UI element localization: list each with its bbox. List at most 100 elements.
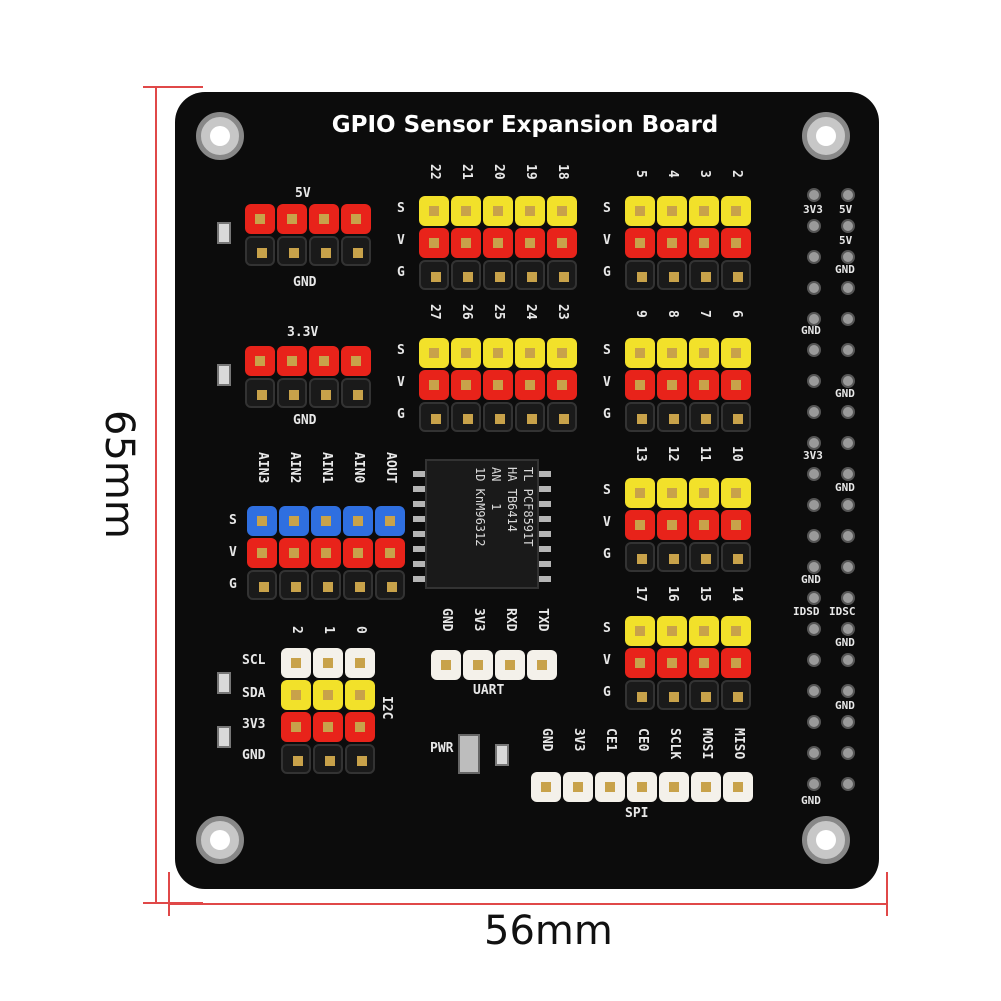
analog-channel-label: AIN2: [287, 452, 302, 484]
gpio-block-2-pin: [625, 196, 655, 226]
header-pin: [807, 529, 821, 543]
gpio-block-5-pin: [657, 510, 687, 540]
pin-contact: [255, 214, 265, 224]
height-dimension-tick-top: [143, 86, 203, 88]
gpio-number-label: 3: [697, 170, 712, 178]
gpio-number-label: 18: [555, 164, 570, 180]
i2c-pin: [281, 680, 311, 710]
pin-contact: [291, 582, 301, 592]
gpio-block-1-pin: [419, 228, 449, 258]
uart-pin-label: TXD: [535, 608, 550, 632]
gpio-number-label: 20: [491, 164, 506, 180]
uart-label: UART: [473, 683, 505, 698]
pin-contact: [463, 414, 473, 424]
pin-contact: [323, 722, 333, 732]
gpio-block-6-pin: [721, 616, 751, 646]
pin-contact: [667, 488, 677, 498]
gpio-block-6-pin: [689, 648, 719, 678]
row-label-v: V: [603, 233, 611, 248]
gpio-block-3-pin: [419, 402, 449, 432]
row-label-s: S: [603, 201, 611, 216]
power-5v-label: 5V: [295, 186, 311, 201]
pin-contact: [667, 520, 677, 530]
analog-pin: [311, 506, 341, 536]
pin-contact: [557, 238, 567, 248]
gpio-block-1-pin: [451, 228, 481, 258]
row-label-s: S: [603, 483, 611, 498]
gpio-block-3-pin: [483, 370, 513, 400]
row-label-v: V: [603, 375, 611, 390]
chip-leg: [539, 486, 551, 492]
pin-contact: [559, 272, 569, 282]
pin-contact: [355, 658, 365, 668]
gpio-block-1-pin: [547, 228, 577, 258]
power-5v-pin: [341, 236, 371, 266]
gpio-block-5-pin: [657, 542, 687, 572]
i2c-pin: [313, 680, 343, 710]
header-label-gnd: GND: [835, 481, 855, 494]
power-5v-pin: [277, 236, 307, 266]
pin-contact: [323, 658, 333, 668]
spi-pin-label: CE1: [603, 728, 618, 752]
spi-label: SPI: [625, 806, 649, 821]
header-pin: [807, 467, 821, 481]
pin-contact: [669, 554, 679, 564]
header-pin: [841, 715, 855, 729]
uart-pin: [431, 650, 461, 680]
pin-contact: [669, 692, 679, 702]
row-label-g: G: [397, 265, 405, 280]
pcf8591-chip: TL PCF8591T HA TB6414 AN 1 1D KnM96312: [413, 459, 551, 589]
power-3v3-pin: [277, 346, 307, 376]
pin-contact: [635, 520, 645, 530]
gpio-number-label: 11: [697, 446, 712, 462]
header-pin: [807, 250, 821, 264]
pin-contact: [635, 488, 645, 498]
power-3v3-pin: [245, 378, 275, 408]
power-5v-pin: [277, 204, 307, 234]
gpio-block-5-pin: [657, 478, 687, 508]
gpio-block-5-pin: [625, 510, 655, 540]
pin-contact: [351, 214, 361, 224]
pin-contact: [355, 722, 365, 732]
pin-contact: [701, 554, 711, 564]
pin-contact: [731, 206, 741, 216]
i2c-label: I2C: [379, 696, 394, 720]
pin-contact: [255, 356, 265, 366]
header-pin: [841, 467, 855, 481]
i2c-column-label: 2: [289, 626, 304, 634]
gpio-number-label: 23: [555, 304, 570, 320]
pin-contact: [699, 626, 709, 636]
pin-contact: [385, 548, 395, 558]
pin-contact: [559, 414, 569, 424]
chip-leg: [539, 471, 551, 477]
pin-contact: [699, 658, 709, 668]
pin-contact: [733, 414, 743, 424]
pin-contact: [461, 348, 471, 358]
header-pin: [807, 560, 821, 574]
gpio-block-3-pin: [419, 338, 449, 368]
gpio-block-6-pin: [625, 680, 655, 710]
pin-contact: [321, 516, 331, 526]
uart-pin-label: 3V3: [471, 608, 486, 632]
power-5v-pin: [245, 236, 275, 266]
pin-contact: [493, 348, 503, 358]
gpio-block-1-pin: [515, 228, 545, 258]
pin-contact: [325, 756, 335, 766]
row-label-g: G: [397, 407, 405, 422]
pin-contact: [667, 348, 677, 358]
gpio-number-label: 7: [697, 310, 712, 318]
chip-leg: [539, 561, 551, 567]
spi-pin-label: MISO: [731, 728, 746, 760]
gpio-block-4-pin: [689, 338, 719, 368]
pin-contact: [291, 658, 301, 668]
pin-contact: [351, 356, 361, 366]
gpio-block-1-pin: [483, 228, 513, 258]
pin-contact: [461, 380, 471, 390]
smd-component: [217, 364, 231, 386]
gpio-block-6-pin: [689, 680, 719, 710]
gpio-block-1-pin: [515, 260, 545, 290]
smd-component: [495, 744, 509, 766]
pin-contact: [635, 658, 645, 668]
header-label-gnd: GND: [835, 699, 855, 712]
pin-contact: [701, 414, 711, 424]
